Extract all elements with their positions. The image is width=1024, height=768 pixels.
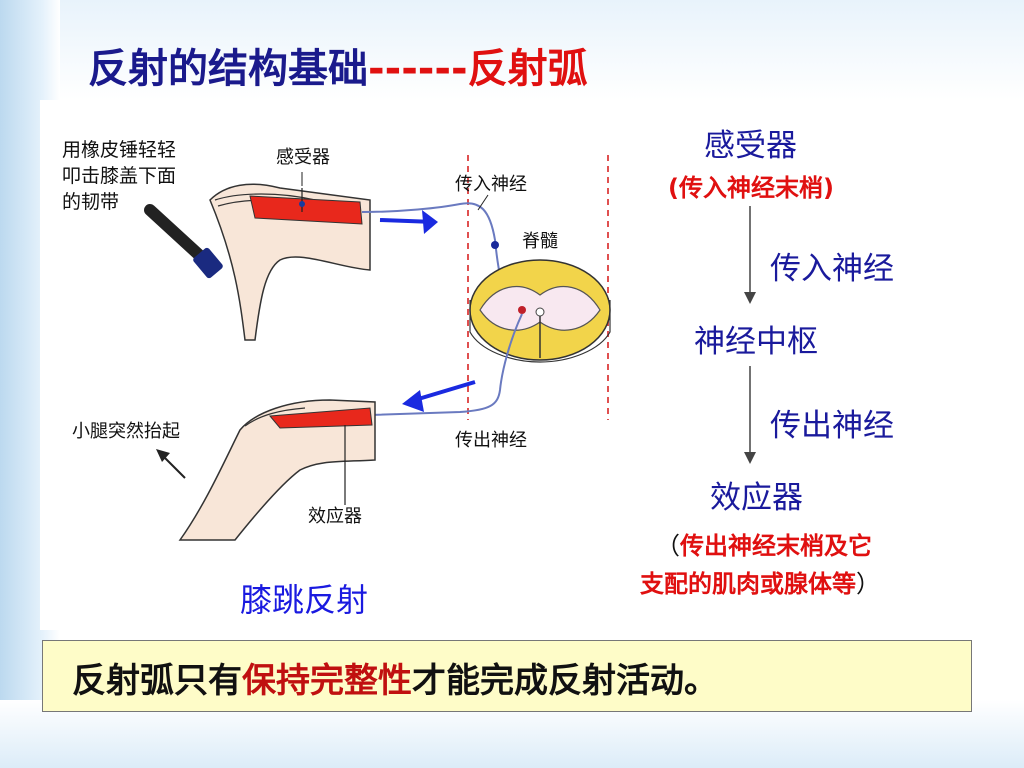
lower-leg-illustration xyxy=(178,399,376,541)
summary-highlight: 保持完整性 xyxy=(242,661,412,701)
summary-text: 反射弧只有保持完整性才能完成反射活动。 xyxy=(72,653,718,702)
flow-afferent: 传入神经 xyxy=(770,251,894,287)
flow-effector: 效应器 xyxy=(710,480,803,516)
diagram-caption: 膝跳反射 xyxy=(240,581,369,619)
effector-muscle xyxy=(268,407,373,429)
afferent-nerve-label: 传入神经 xyxy=(455,174,527,195)
receptor-label: 感受器 xyxy=(276,147,330,168)
summary-box xyxy=(42,640,972,712)
spinal-cord-cross-section xyxy=(469,259,611,363)
title-dash: ------ xyxy=(368,46,468,92)
efferent-arrow-icon xyxy=(402,380,476,412)
flow-effector-note-1-text: 传出神经末梢及它 xyxy=(680,532,872,560)
afferent-leader-line xyxy=(477,194,489,211)
flow-receptor-note: (传入神经末梢) xyxy=(668,174,834,202)
title-reflex-arc: 反射弧 xyxy=(467,46,588,92)
flow-arrow-1-icon xyxy=(744,206,756,304)
flow-effector-note-2-text: 支配的肌肉或腺体等 xyxy=(640,570,856,598)
flow-effector-note-1: （传出神经末梢及它 xyxy=(656,532,872,560)
flow-receptor-note-text: 传入神经末梢 xyxy=(678,174,823,202)
summary-post: 才能完成反射活动。 xyxy=(412,661,718,701)
flow-center: 神经中枢 xyxy=(694,324,818,360)
title-main: 反射的结构基础 xyxy=(88,46,368,92)
leg-raise-arrow-icon xyxy=(156,449,186,479)
leg-raise-label: 小腿突然抬起 xyxy=(72,421,180,442)
flow-effector-note-2: 支配的肌肉或腺体等） xyxy=(640,570,880,598)
summary-pre: 反射弧只有 xyxy=(72,661,242,701)
background-top xyxy=(0,0,1024,100)
flow-receptor: 感受器 xyxy=(704,128,797,164)
efferent-nerve-label: 传出神经 xyxy=(455,430,527,451)
knee-jerk-diagram xyxy=(144,155,611,541)
diagram-panel xyxy=(40,100,660,630)
upper-leg-illustration xyxy=(209,183,371,341)
flow-arrow-2-icon xyxy=(744,366,756,464)
receptor-muscle xyxy=(249,195,363,225)
hammer-text-line-1: 用橡皮锤轻轻 xyxy=(62,139,177,161)
efferent-nerve-path xyxy=(369,313,523,416)
flow-efferent: 传出神经 xyxy=(770,408,894,444)
ganglion-dot xyxy=(491,241,499,249)
rubber-hammer-icon xyxy=(144,204,223,279)
afferent-arrow-icon xyxy=(379,210,438,234)
hammer-text-line-2: 叩击膝盖下面 xyxy=(62,165,177,187)
effector-label: 效应器 xyxy=(308,506,362,527)
slide-title: 反射的结构基础------反射弧 xyxy=(88,36,588,94)
spinal-cord-label: 脊髓 xyxy=(522,231,558,252)
hammer-text-line-3: 的韧带 xyxy=(62,191,120,213)
